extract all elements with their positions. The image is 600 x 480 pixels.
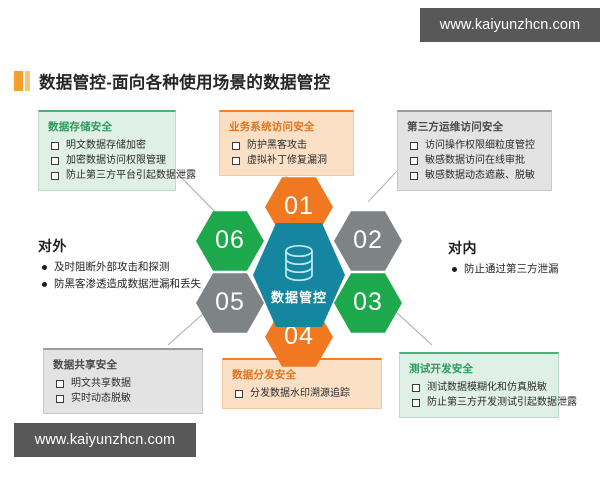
infobox-item-list: 测试数据模糊化和仿真脱敏 防止第三方开发测试引起数据泄露: [409, 380, 577, 410]
list-item: 访问操作权限细粒度管控: [407, 138, 543, 153]
infobox-title: 第三方运维访问安全: [407, 121, 504, 133]
list-item: 实时动态脱敏: [53, 391, 194, 406]
checkbox-square-icon: [410, 142, 418, 150]
list-item: 明文数据存储加密: [48, 138, 167, 153]
hexagon-number: 01: [284, 192, 314, 220]
list-item-label: 明文共享数据: [71, 378, 131, 389]
checkbox-square-icon: [412, 399, 420, 407]
hexagon-number: 06: [215, 226, 245, 254]
list-item: 及时阻断外部攻击和探测: [38, 259, 201, 276]
infobox-item-list: 明文数据存储加密 加密数据访问权限管理 防止第三方平台引起数据泄露: [48, 138, 196, 183]
infobox-item-list: 明文共享数据 实时动态脱敏: [53, 376, 194, 406]
infobox-title: 业务系统访问安全: [229, 121, 315, 133]
watermark-top: www.kaiyunzhcn.com: [420, 8, 600, 42]
hexagon-number: 02: [353, 226, 383, 254]
checkbox-square-icon: [51, 142, 59, 150]
list-item: 加密数据访问权限管理: [48, 153, 167, 168]
list-item: 虚拟补丁修复漏洞: [229, 153, 345, 168]
checkbox-square-icon: [410, 172, 418, 180]
infobox-title: 数据共享安全: [53, 359, 118, 371]
hexagon-number: 03: [353, 288, 383, 316]
hexagon-02[interactable]: 02: [334, 211, 402, 271]
list-item-label: 敏感数据访问在线审批: [425, 155, 525, 166]
sideblock-external: 对外 及时阻断外部攻击和探测 防黑客渗透造成数据泄漏和丢失: [38, 236, 201, 293]
infobox-title: 数据分发安全: [232, 369, 297, 381]
infobox-item-list: 访问操作权限细粒度管控 敏感数据访问在线审批 敏感数据动态遮蔽、脱敏: [407, 138, 543, 183]
hexagon-number: 05: [215, 288, 245, 316]
infobox-title: 数据存储安全: [48, 121, 113, 133]
list-item: 防黑客渗透造成数据泄漏和丢失: [38, 276, 201, 293]
hexagon-center-data-governance[interactable]: 数据管控: [253, 223, 345, 327]
bullet-dot-icon: [42, 265, 47, 270]
checkbox-square-icon: [412, 384, 420, 392]
checkbox-square-icon: [232, 157, 240, 165]
list-item-label: 实时动态脱敏: [71, 393, 131, 404]
infobox-item-list: 分发数据水印溯源追踪: [232, 386, 373, 401]
list-item-label: 测试数据模糊化和仿真脱敏: [427, 382, 547, 393]
hexagon-05[interactable]: 05: [196, 273, 264, 333]
title-accent-bar-primary: [14, 71, 23, 91]
list-item-label: 防止通过第三方泄漏: [464, 263, 559, 275]
infobox-item-list: 防护黑客攻击 虚拟补丁修复漏洞: [229, 138, 345, 168]
checkbox-square-icon: [51, 172, 59, 180]
checkbox-square-icon: [410, 157, 418, 165]
list-item-label: 明文数据存储加密: [66, 140, 146, 151]
checkbox-square-icon: [51, 157, 59, 165]
list-item-label: 防止第三方开发测试引起数据泄露: [427, 397, 577, 408]
checkbox-square-icon: [56, 380, 64, 388]
bullet-dot-icon: [452, 267, 457, 272]
watermark-bottom: www.kaiyunzhcn.com: [14, 423, 196, 457]
page-title-text: 数据管控-面向各种使用场景的数据管控: [39, 74, 331, 92]
bullet-dot-icon: [42, 282, 47, 287]
list-item-label: 敏感数据动态遮蔽、脱敏: [425, 170, 535, 181]
list-item: 防止通过第三方泄漏: [448, 261, 559, 278]
list-item-label: 防黑客渗透造成数据泄漏和丢失: [54, 278, 201, 290]
hexagon-06[interactable]: 06: [196, 211, 264, 271]
list-item: 防护黑客攻击: [229, 138, 345, 153]
infobox-business-access[interactable]: 业务系统访问安全 防护黑客攻击 虚拟补丁修复漏洞: [219, 110, 354, 176]
checkbox-square-icon: [56, 395, 64, 403]
list-item: 敏感数据动态遮蔽、脱敏: [407, 168, 543, 183]
sideblock-title: 对内: [448, 240, 477, 256]
list-item-label: 防护黑客攻击: [247, 140, 307, 151]
list-item: 分发数据水印溯源追踪: [232, 386, 373, 401]
list-item-label: 防止第三方平台引起数据泄露: [66, 170, 196, 181]
list-item: 测试数据模糊化和仿真脱敏: [409, 380, 550, 395]
list-item-label: 分发数据水印溯源追踪: [250, 388, 350, 399]
checkbox-square-icon: [232, 142, 240, 150]
page-title: 数据管控-面向各种使用场景的数据管控: [14, 68, 330, 94]
infobox-storage[interactable]: 数据存储安全 明文数据存储加密 加密数据访问权限管理 防止第三方平台引起数据泄露: [38, 110, 196, 191]
list-item-label: 及时阻断外部攻击和探测: [54, 261, 170, 273]
infobox-sharing[interactable]: 数据共享安全 明文共享数据 实时动态脱敏: [43, 348, 203, 414]
database-icon: [285, 244, 313, 282]
list-item-label: 加密数据访问权限管理: [66, 155, 166, 166]
hexagon-03[interactable]: 03: [334, 273, 402, 333]
infobox-third-party-ops[interactable]: 第三方运维访问安全 访问操作权限细粒度管控 敏感数据访问在线审批 敏感数据动态遮…: [397, 110, 552, 191]
list-item: 明文共享数据: [53, 376, 194, 391]
hexagon-number: 04: [284, 322, 314, 350]
list-item: 防止第三方平台引起数据泄露: [48, 168, 196, 183]
infobox-distribution[interactable]: 数据分发安全 分发数据水印溯源追踪: [222, 358, 382, 409]
list-item-label: 虚拟补丁修复漏洞: [247, 155, 327, 166]
sideblock-internal: 对内 防止通过第三方泄漏: [448, 238, 559, 278]
title-accent-bar-secondary: [25, 71, 30, 91]
sideblock-title: 对外: [38, 238, 67, 254]
checkbox-square-icon: [235, 390, 243, 398]
list-item: 敏感数据访问在线审批: [407, 153, 543, 168]
list-item: 防止第三方开发测试引起数据泄露: [409, 395, 577, 410]
infobox-test-dev[interactable]: 测试开发安全 测试数据模糊化和仿真脱敏 防止第三方开发测试引起数据泄露: [399, 352, 577, 418]
infobox-title: 测试开发安全: [409, 363, 474, 375]
list-item-label: 访问操作权限细粒度管控: [425, 140, 535, 151]
hexagon-center-label: 数据管控: [270, 290, 327, 305]
